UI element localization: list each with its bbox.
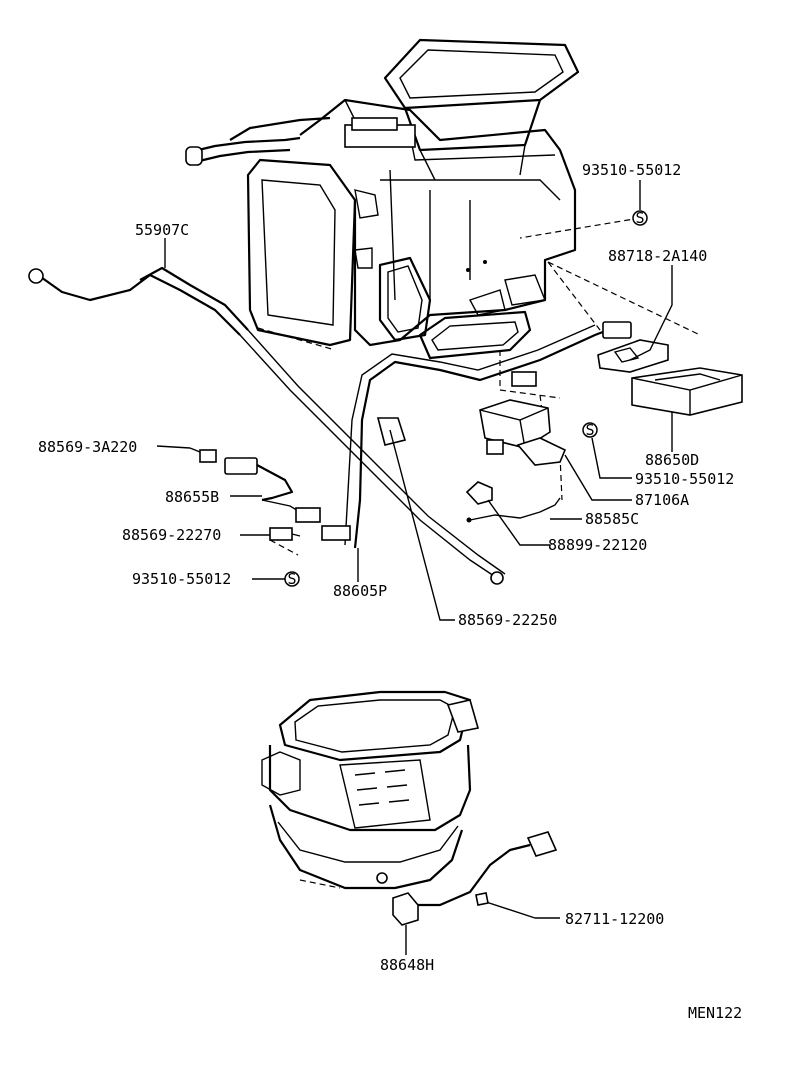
svg-text:S: S	[635, 209, 644, 227]
part-label: 93510-55012	[582, 161, 681, 179]
part-label: 93510-55012	[635, 470, 734, 488]
leader-lines	[156, 180, 673, 955]
part-label: 88648H	[380, 956, 434, 974]
part-labels: 93510-55012 55907C 88718-2A140 88569-3A2…	[38, 161, 742, 1022]
part-label: 82711-12200	[565, 910, 664, 928]
connector-group-left	[189, 447, 321, 541]
part-label: 88569-22270	[122, 526, 221, 544]
screw-symbol-2: S	[582, 421, 598, 439]
blower-unit-illustration	[261, 690, 480, 890]
part-label: 55907C	[135, 221, 189, 239]
part-label: 88899-22120	[548, 536, 647, 554]
part-label: 88605P	[333, 582, 387, 600]
screw-symbol-3: S	[284, 570, 300, 588]
part-label: 88650D	[645, 451, 699, 469]
blower-harness-illustration	[392, 831, 558, 926]
part-label: 88655B	[165, 488, 219, 506]
part-label: 88718-2A140	[608, 247, 707, 265]
svg-text:S: S	[287, 570, 296, 588]
part-label: 93510-55012	[132, 570, 231, 588]
right-components-illustration	[465, 339, 743, 523]
part-label: 88585C	[585, 510, 639, 528]
part-label: 87106A	[635, 491, 689, 509]
part-label: 88569-3A220	[38, 438, 137, 456]
svg-text:S: S	[585, 421, 594, 439]
heater-unit-illustration	[185, 38, 580, 360]
part-label: 88569-22250	[458, 611, 557, 629]
harness-88605P-illustration	[321, 321, 632, 549]
harness-55907C-illustration	[28, 266, 506, 585]
screw-symbol-1: S	[632, 209, 648, 227]
diagram-code: MEN122	[688, 1004, 742, 1022]
